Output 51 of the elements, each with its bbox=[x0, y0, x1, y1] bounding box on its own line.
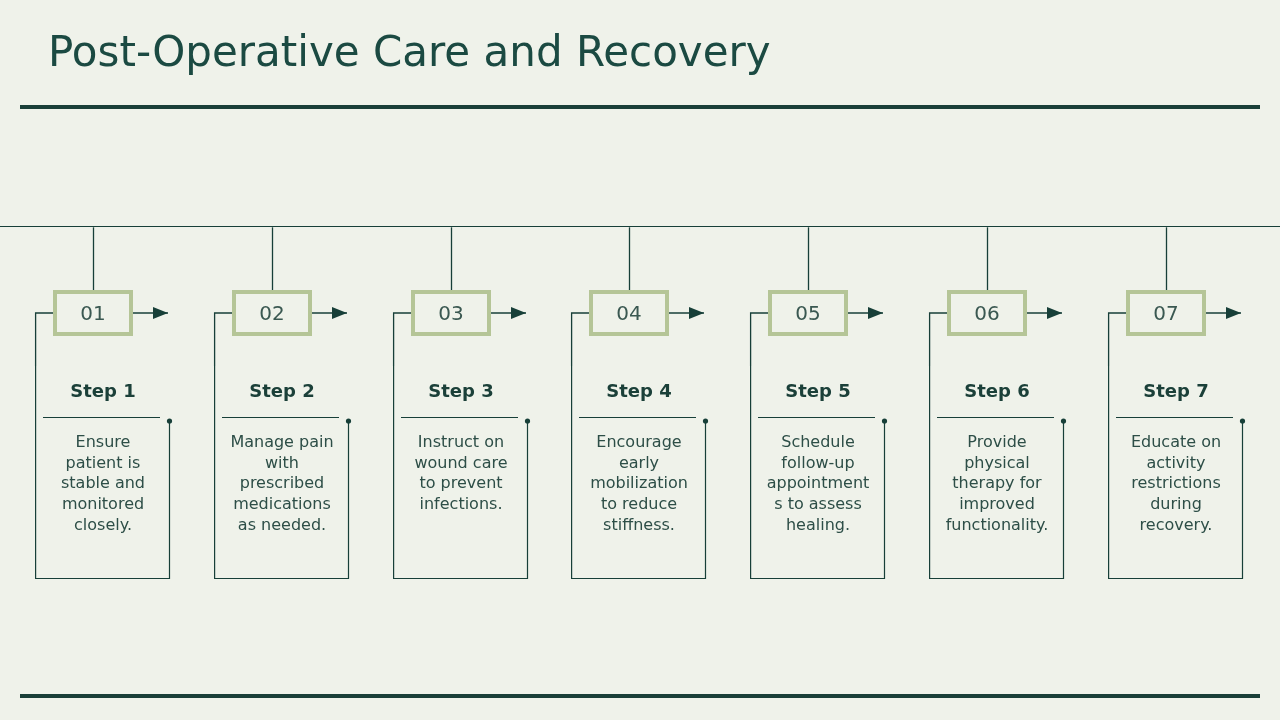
arrow bbox=[132, 307, 169, 319]
step-heading: Step 5 bbox=[785, 380, 851, 402]
step-heading: Step 3 bbox=[428, 380, 494, 402]
step-number-box: 07 bbox=[1126, 290, 1206, 336]
step-card bbox=[1108, 366, 1246, 580]
connector-line bbox=[1107, 312, 1127, 367]
step-heading: Step 6 bbox=[964, 380, 1030, 402]
step-description: Instruct on wound care to prevent infections. bbox=[413, 432, 509, 515]
step-number-box: 01 bbox=[53, 290, 133, 336]
arrow bbox=[311, 307, 348, 319]
step-description: Manage pain with prescribed medications as needed. bbox=[229, 432, 335, 536]
connector-line bbox=[928, 312, 948, 367]
connector-line bbox=[213, 312, 233, 367]
connector-line bbox=[986, 226, 989, 291]
connector-line bbox=[271, 226, 274, 291]
step-number-box: 03 bbox=[411, 290, 491, 336]
connector-line bbox=[392, 312, 412, 367]
step-description: Encourage early mobilization to reduce stiffness. bbox=[589, 432, 689, 536]
step-heading: Step 7 bbox=[1143, 380, 1209, 402]
step-description: Schedule follow-up appointments to assess healing. bbox=[765, 432, 871, 536]
step-description: Educate on activity restrictions during recovery. bbox=[1129, 432, 1223, 536]
step-card bbox=[35, 366, 173, 580]
timeline-bar bbox=[0, 226, 1280, 228]
step-card bbox=[214, 366, 352, 580]
step-number-box: 06 bbox=[947, 290, 1027, 336]
step-number-box: 05 bbox=[768, 290, 848, 336]
arrow bbox=[847, 307, 884, 319]
connector-line bbox=[570, 312, 590, 367]
arrow bbox=[1026, 307, 1063, 319]
step-card bbox=[929, 366, 1067, 580]
title: Post-Operative Care and Recovery bbox=[48, 26, 771, 78]
arrow bbox=[490, 307, 527, 319]
connector-line bbox=[92, 226, 95, 291]
step-description: Ensure patient is stable and monitored closely. bbox=[59, 432, 146, 536]
connector-line bbox=[1165, 226, 1168, 291]
step-heading: Step 4 bbox=[606, 380, 672, 402]
arrow bbox=[1205, 307, 1242, 319]
step-number-box: 02 bbox=[232, 290, 312, 336]
step-card bbox=[393, 366, 531, 580]
step-description: Provide physical therapy for improved functionality. bbox=[944, 432, 1050, 536]
arrow bbox=[668, 307, 705, 319]
step-card bbox=[750, 366, 888, 580]
step-number-box: 04 bbox=[589, 290, 669, 336]
step-heading: Step 1 bbox=[70, 380, 136, 402]
step-heading: Step 2 bbox=[249, 380, 315, 402]
connector-line bbox=[628, 226, 631, 291]
step-card bbox=[571, 366, 709, 580]
connector-line bbox=[450, 226, 453, 291]
connector-line bbox=[807, 226, 810, 291]
connector-line bbox=[34, 312, 54, 367]
connector-line bbox=[749, 312, 769, 367]
